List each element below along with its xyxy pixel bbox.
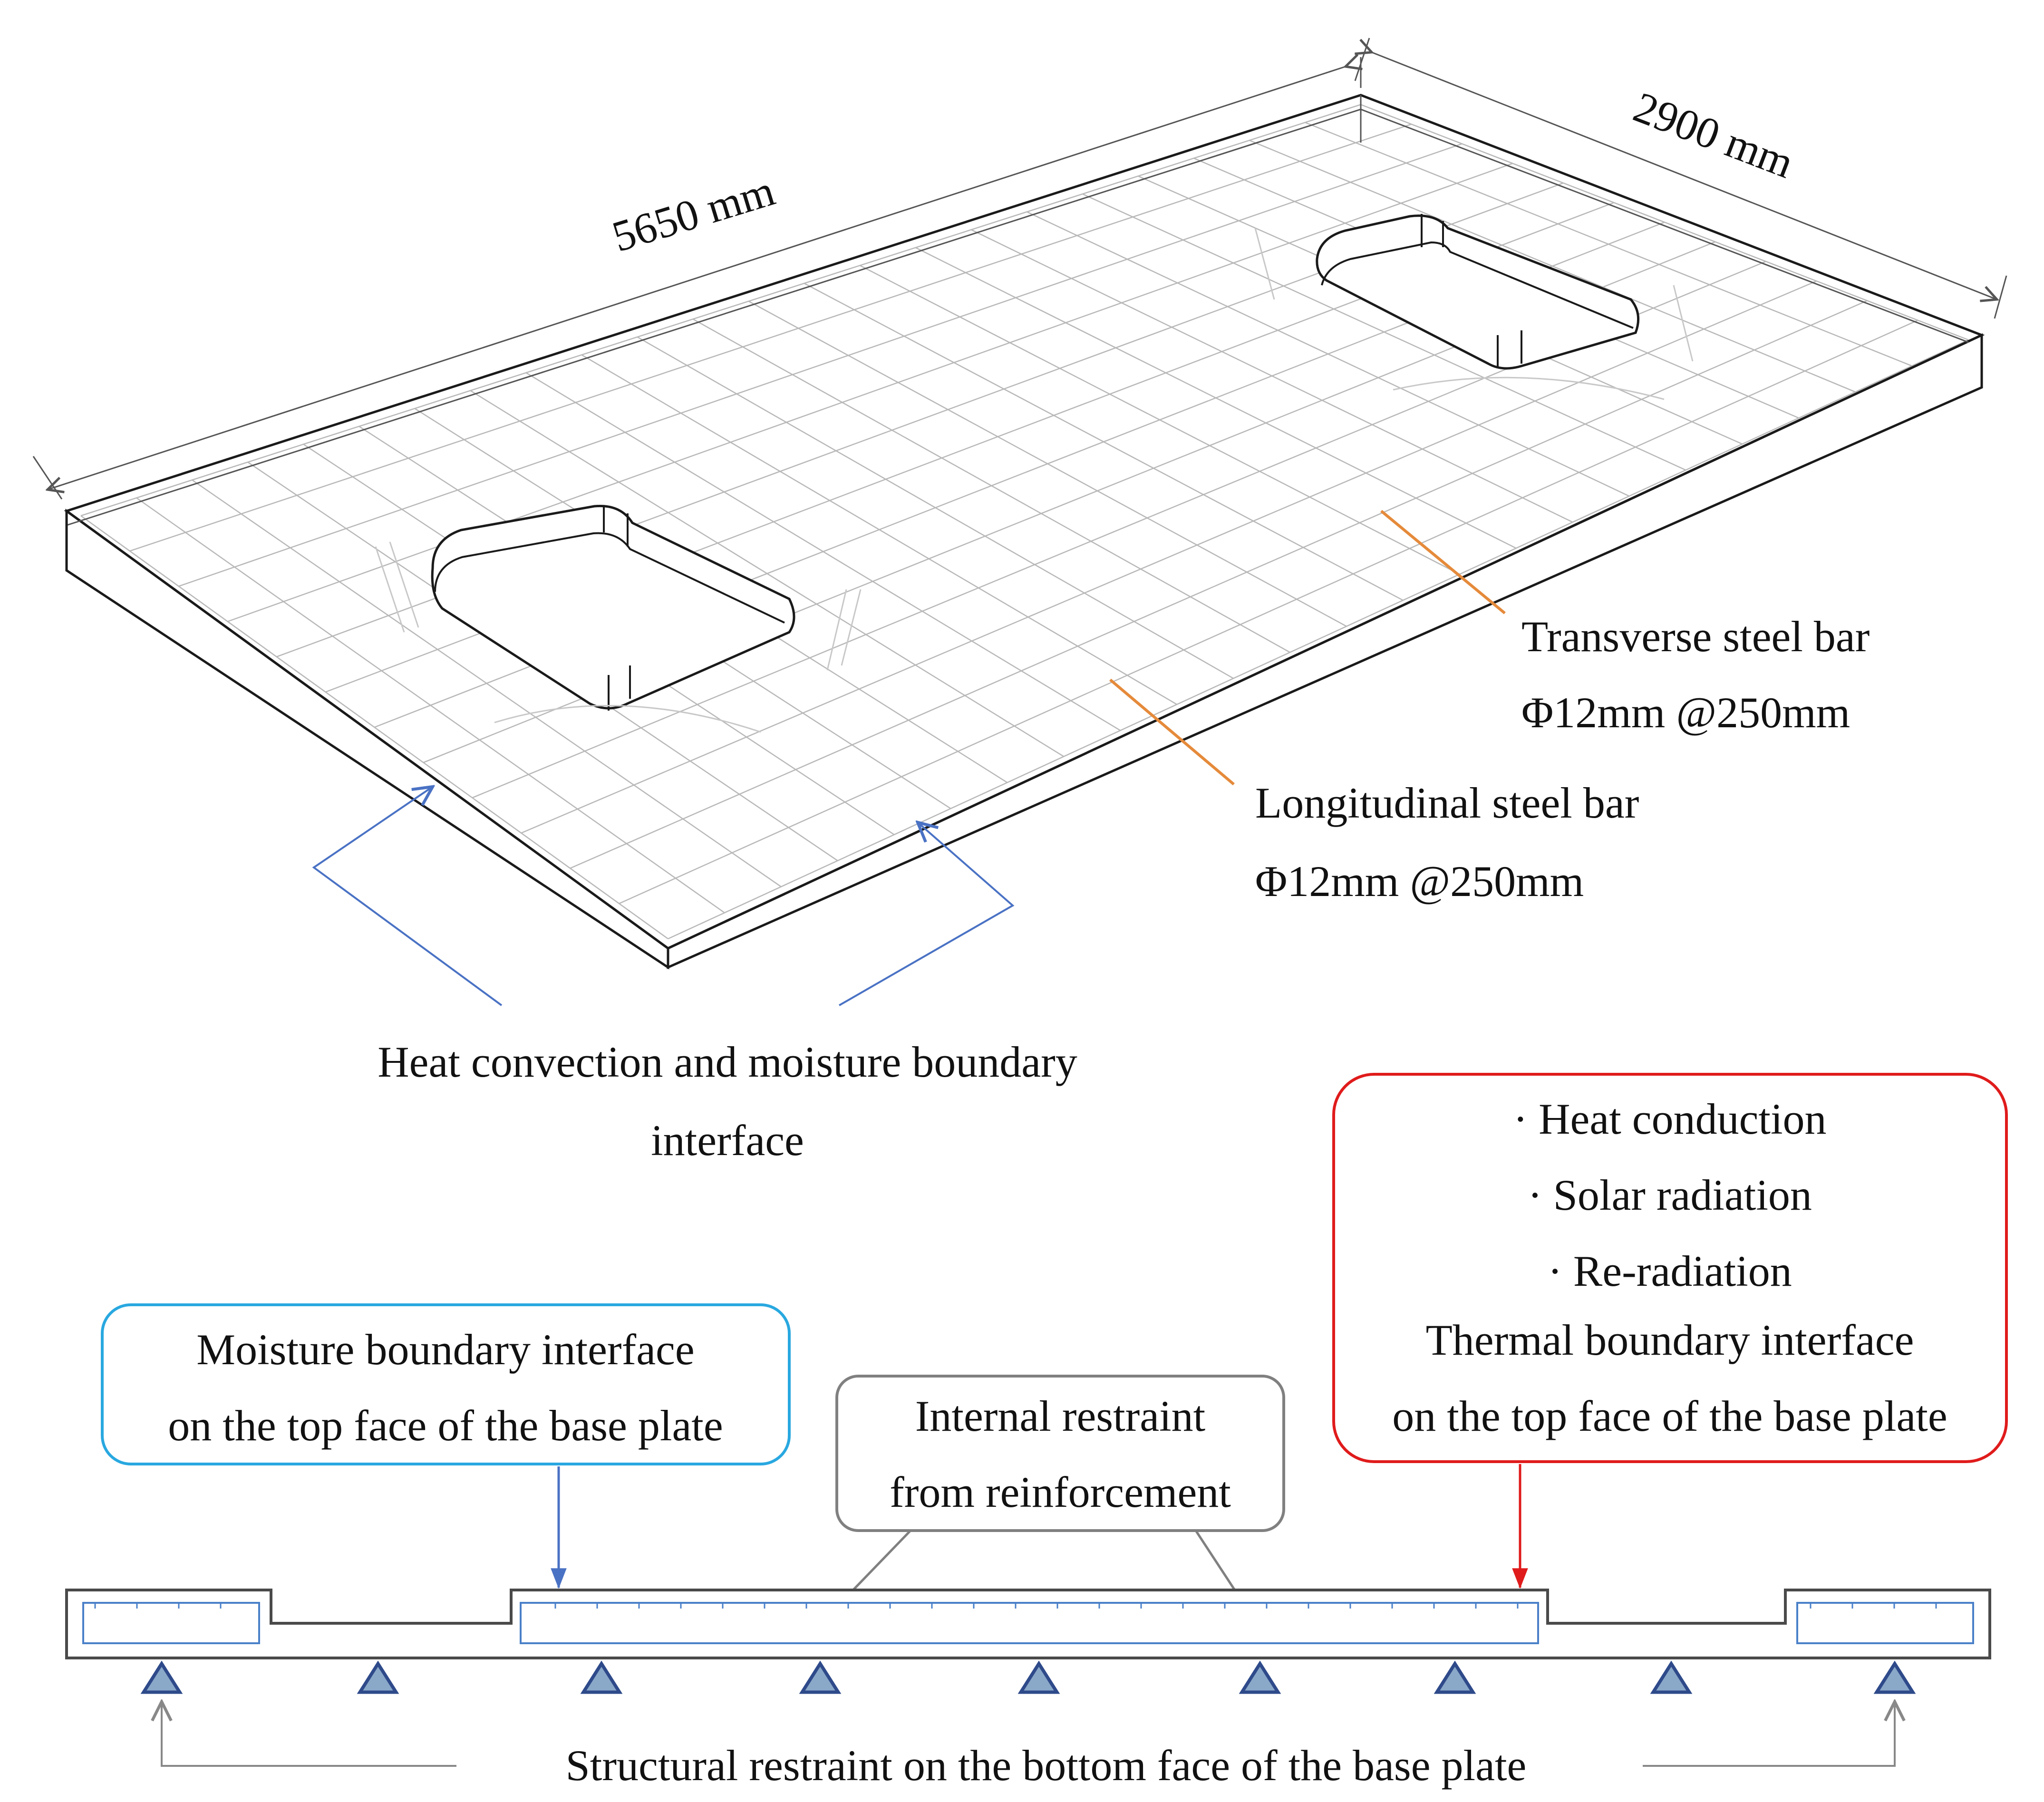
slab-3d: [64, 94, 1985, 970]
section-inner-blue: [82, 1602, 1974, 1644]
support-triangle: [1873, 1660, 1916, 1694]
internal-restraint-line1: Internal restraint: [915, 1392, 1206, 1440]
support-triangle: [140, 1660, 183, 1694]
longitudinal-bar-spec: Φ12mm @250mm: [1255, 857, 1584, 906]
support-triangle: [1017, 1660, 1060, 1694]
support-triangle: [580, 1660, 623, 1694]
internal-restraint-box: Internal restraint from reinforcement: [835, 1375, 1285, 1532]
transverse-bar-line: [80, 104, 1361, 517]
leader-longitudinal: [1109, 678, 1235, 786]
thermal-item-conduction: · Heat conduction: [1513, 1095, 1826, 1143]
moisture-label-line1: Moisture boundary interface: [196, 1325, 694, 1374]
reinforcement-grid: [80, 104, 1969, 940]
thermal-item-reradiation: · Re-radiation: [1548, 1247, 1792, 1295]
moisture-label-line2: on the top face of the base plate: [168, 1401, 723, 1450]
support-triangle: [1239, 1660, 1281, 1694]
convection-arrows: [312, 787, 1015, 1006]
support-triangle: [1434, 1660, 1476, 1694]
support-triangle: [1650, 1660, 1693, 1694]
structural-restraint-arrows: [162, 1702, 1895, 1767]
convection-label-line1: Heat convection and moisture boundary: [378, 1038, 1077, 1086]
transverse-bar-spec: Φ12mm @250mm: [1521, 688, 1850, 737]
dimension-width-label: 2900 mm: [1627, 82, 1800, 187]
transverse-bar-line: [227, 163, 1513, 622]
convection-label-line2: interface: [651, 1116, 804, 1165]
supports: [140, 1660, 1916, 1694]
internal-restraint-line2: from reinforcement: [890, 1468, 1231, 1516]
longitudinal-bar-label: Longitudinal steel bar: [1255, 779, 1639, 827]
leader-transverse: [1380, 510, 1506, 615]
transverse-bar-line: [668, 339, 1969, 940]
transverse-bar-line: [178, 143, 1463, 587]
slab-top-outline: [64, 94, 1985, 950]
support-triangle: [799, 1660, 842, 1694]
cross-section: [65, 1589, 1991, 1659]
section-outline: [65, 1589, 1991, 1659]
dimension-length: 5650 mm: [32, 57, 1361, 500]
thermal-title-line1: Thermal boundary interface: [1426, 1316, 1914, 1364]
support-triangle: [357, 1660, 399, 1694]
structural-restraint-label: Structural restraint on the bottom face …: [566, 1741, 1527, 1790]
transverse-bar-label: Transverse steel bar: [1521, 612, 1870, 661]
slab-inner-edge: [66, 108, 1969, 526]
thermal-title-line2: on the top face of the base plate: [1392, 1392, 1947, 1440]
dimension-length-label: 5650 mm: [607, 166, 780, 261]
thermal-item-solar: · Solar radiation: [1528, 1171, 1812, 1219]
moisture-boundary-box: Moisture boundary interface on the top f…: [101, 1303, 791, 1465]
transverse-bar-line: [521, 280, 1817, 834]
transverse-bar-line: [570, 300, 1868, 869]
opening-left: [431, 504, 795, 711]
section-ticks: [94, 1603, 1937, 1609]
transverse-bar-line: [619, 319, 1918, 904]
thermal-boundary-box: · Heat conduction · Solar radiation · Re…: [1332, 1073, 2008, 1463]
